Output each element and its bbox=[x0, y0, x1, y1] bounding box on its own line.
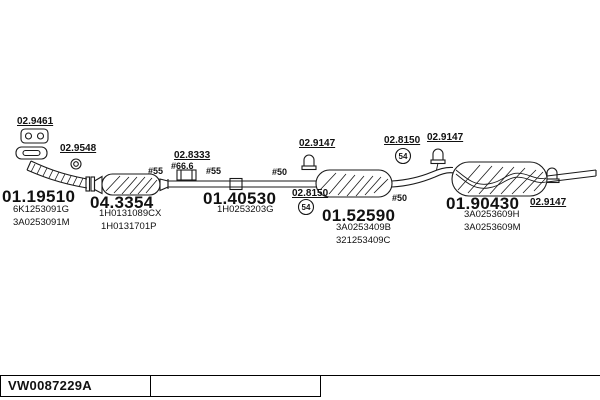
clamp-size-badge-b: 54 bbox=[301, 203, 311, 212]
center-muffler-shape bbox=[315, 169, 393, 198]
titleblock-empty-box bbox=[149, 375, 321, 397]
diameter-label-55-left: #55 bbox=[148, 166, 164, 176]
oem-catalytic-converter-2: 1H0131701P bbox=[101, 221, 157, 232]
front-flex-pipe-shape bbox=[26, 160, 88, 189]
clamp-icon-b bbox=[430, 148, 446, 165]
rear-muffler-shape bbox=[451, 161, 548, 197]
part-label-catalytic-converter: 04.3354 bbox=[90, 193, 154, 212]
part-label-rear-muffler: 01.90430 bbox=[446, 194, 520, 213]
part-label-ring-seal: 02.9548 bbox=[60, 143, 97, 154]
ring-seal-icon bbox=[70, 158, 82, 170]
part-label-clamp-8150-b: 02.8150 bbox=[292, 188, 329, 199]
oem-center-pipe-1: 1H0253203G bbox=[217, 204, 274, 215]
oem-center-muffler-2: 321253409C bbox=[336, 235, 391, 246]
size-badge-circle-a bbox=[394, 147, 412, 165]
tailpipe-shape bbox=[546, 169, 597, 183]
joint-flange-icon bbox=[85, 176, 96, 192]
gasket-icon bbox=[15, 146, 48, 160]
size-badge-circle-b bbox=[297, 198, 315, 216]
part-label-center-pipe: 01.40530 bbox=[203, 189, 277, 208]
drawing-id-box: VW0087229A bbox=[0, 375, 151, 397]
part-label-clamp-8150-a: 02.8150 bbox=[384, 135, 421, 146]
part-label-sleeve: 02.8333 bbox=[174, 150, 211, 161]
clamp-icon-a bbox=[301, 154, 317, 171]
oem-rear-muffler-1: 3A0253609H bbox=[464, 209, 520, 220]
part-label-clamp-9147-b: 02.9147 bbox=[427, 132, 464, 143]
part-label-center-muffler: 01.52590 bbox=[322, 206, 396, 225]
oem-center-muffler-1: 3A0253409B bbox=[336, 222, 391, 233]
sleeve-icon bbox=[176, 169, 197, 181]
drawing-id: VW0087229A bbox=[8, 378, 92, 393]
diameter-label-50-b: #50 bbox=[392, 193, 408, 203]
part-label-clamp-9147-c: 02.9147 bbox=[530, 197, 567, 208]
oem-catalytic-converter-1: 1H0131089CX bbox=[99, 208, 162, 219]
center-pipe-shape bbox=[167, 177, 316, 191]
oem-front-pipe-1: 6K1253091G bbox=[13, 204, 69, 215]
clamp-size-badge-a: 54 bbox=[398, 152, 408, 161]
part-label-front-pipe: 01.19510 bbox=[2, 187, 76, 206]
diameter-label-66-6: #66.6 bbox=[171, 161, 194, 171]
diameter-label-55-right: #55 bbox=[206, 166, 222, 176]
part-label-clamp-9147-a: 02.9147 bbox=[299, 138, 336, 149]
intermediate-pipe-shape bbox=[391, 162, 455, 188]
catalytic-converter-shape bbox=[93, 173, 169, 196]
diameter-label-50-a: #50 bbox=[272, 167, 288, 177]
oem-front-pipe-2: 3A0253091M bbox=[13, 217, 70, 228]
oem-rear-muffler-2: 3A0253609M bbox=[464, 222, 521, 233]
front-flange-icon bbox=[20, 128, 49, 144]
part-label-front-flange-gasket: 02.9461 bbox=[17, 116, 54, 127]
